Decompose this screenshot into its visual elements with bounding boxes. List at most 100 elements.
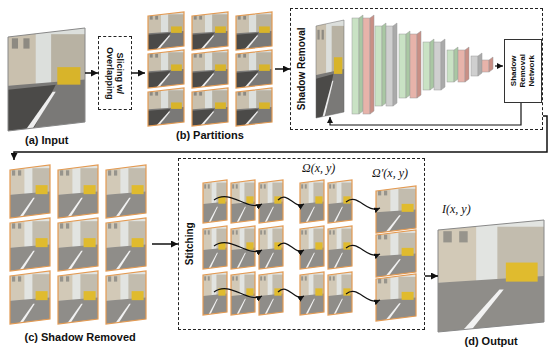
stitch-arrow: [346, 245, 380, 255]
image-panel: (d) Output: [438, 220, 544, 332]
image-tile: [300, 272, 324, 315]
layer-slab: [386, 26, 393, 106]
caption-text: (d) Output: [465, 335, 518, 348]
layer-slab: [447, 50, 454, 82]
image-tile: [106, 271, 146, 324]
layer-side: [478, 53, 482, 76]
image-tile: [203, 180, 227, 223]
module-box: Shadow Removal Shadow Removal Network: [290, 8, 543, 130]
image-tile: [231, 180, 255, 223]
math-label: Ω(x, y): [302, 161, 335, 176]
stitch-arrow: [278, 197, 304, 205]
loop-wire: [330, 103, 521, 125]
stitch-arrow: [278, 243, 304, 251]
input-photo: [8, 28, 85, 131]
image-tile: [203, 272, 227, 315]
image-tile: [231, 226, 255, 269]
layer-side: [382, 23, 386, 106]
process-box: Slicing w/ Overlapping: [98, 36, 132, 110]
layer-slab: [434, 42, 441, 90]
output-photo: [438, 220, 544, 332]
result-tiles: [10, 165, 146, 324]
layer-side: [417, 31, 421, 98]
layer-side: [430, 39, 434, 90]
image-tile: [148, 12, 184, 50]
image-tile: [328, 272, 352, 315]
image-tile: [203, 226, 227, 269]
flow-arrow: [85, 72, 98, 74]
layer-side: [454, 47, 458, 82]
image-tile: [300, 226, 324, 269]
input-slab: [316, 20, 344, 118]
layer-slab: [352, 18, 359, 114]
image-tile: [236, 50, 272, 88]
image-tile: [10, 165, 50, 218]
feed-wire: [495, 65, 503, 66]
image-tile: [58, 165, 98, 218]
layer-slab: [375, 26, 382, 106]
image-tile: [236, 12, 272, 50]
image-tile: [58, 218, 98, 271]
image-tile: [148, 50, 184, 88]
image-tile: [328, 226, 352, 269]
box-label: Shadow Removal: [295, 27, 307, 110]
image-tile: [10, 218, 50, 271]
stitch-arrow: [214, 197, 262, 206]
caption-text: (c) Shadow Removed: [25, 331, 136, 344]
box-label: Shadow Removal Network: [509, 51, 537, 91]
layer-slab: [423, 42, 430, 90]
stitch-arrow: [346, 291, 380, 301]
layer-slab: [471, 56, 478, 76]
stitch-arrow: [214, 289, 262, 298]
layer-side: [489, 57, 493, 72]
layer-side: [441, 39, 445, 90]
math-label: Ω′(x, y): [372, 166, 408, 181]
image-tile: [192, 12, 228, 50]
image-tile: [58, 271, 98, 324]
image-tile: [259, 180, 283, 223]
image-tile: [192, 50, 228, 88]
flow-arrow: [14, 116, 547, 160]
flow-arrow: [275, 68, 290, 70]
stitch-arrow: [278, 289, 304, 297]
image-tile: [300, 180, 324, 223]
image-tile: [376, 230, 416, 277]
stitch-tiles: [203, 180, 416, 321]
layer-side: [465, 47, 469, 82]
image-tile: [106, 218, 146, 271]
image-tile: [192, 88, 228, 126]
layer-slab: [410, 34, 417, 98]
flow-arrow: [152, 243, 178, 245]
image-tile: [328, 180, 352, 223]
flow-arrow: [425, 275, 438, 277]
box-label: Stitching: [183, 222, 195, 265]
layer-slab: [482, 60, 489, 72]
image-panel: (a) Input: [8, 28, 85, 131]
image-tile: [259, 272, 283, 315]
layer-side: [393, 23, 397, 106]
layer-slab: [399, 34, 406, 98]
image-tile: [106, 165, 146, 218]
box-label: Slicing w/ Overlapping: [105, 41, 126, 105]
layer-slab: [458, 50, 465, 82]
cnn-layers: [316, 15, 493, 118]
caption-text: (b) Partitions: [176, 129, 244, 142]
layer-side: [370, 15, 374, 114]
image-panel: (c) Shadow Removed: [8, 160, 152, 328]
layer-side: [406, 31, 410, 98]
layer-side: [359, 15, 363, 114]
network-box: Shadow Removal Network: [504, 39, 542, 103]
image-tile: [376, 186, 416, 233]
edge-label: I(x, y): [442, 202, 471, 217]
image-tile: [10, 271, 50, 324]
image-tile: [148, 88, 184, 126]
module-box: Stitching: [178, 158, 425, 330]
partition-tiles: [148, 12, 272, 126]
stitch-arrow: [214, 243, 262, 252]
layer-slab: [363, 18, 370, 114]
image-tile: [376, 274, 416, 321]
caption-text: (a) Input: [25, 134, 68, 147]
